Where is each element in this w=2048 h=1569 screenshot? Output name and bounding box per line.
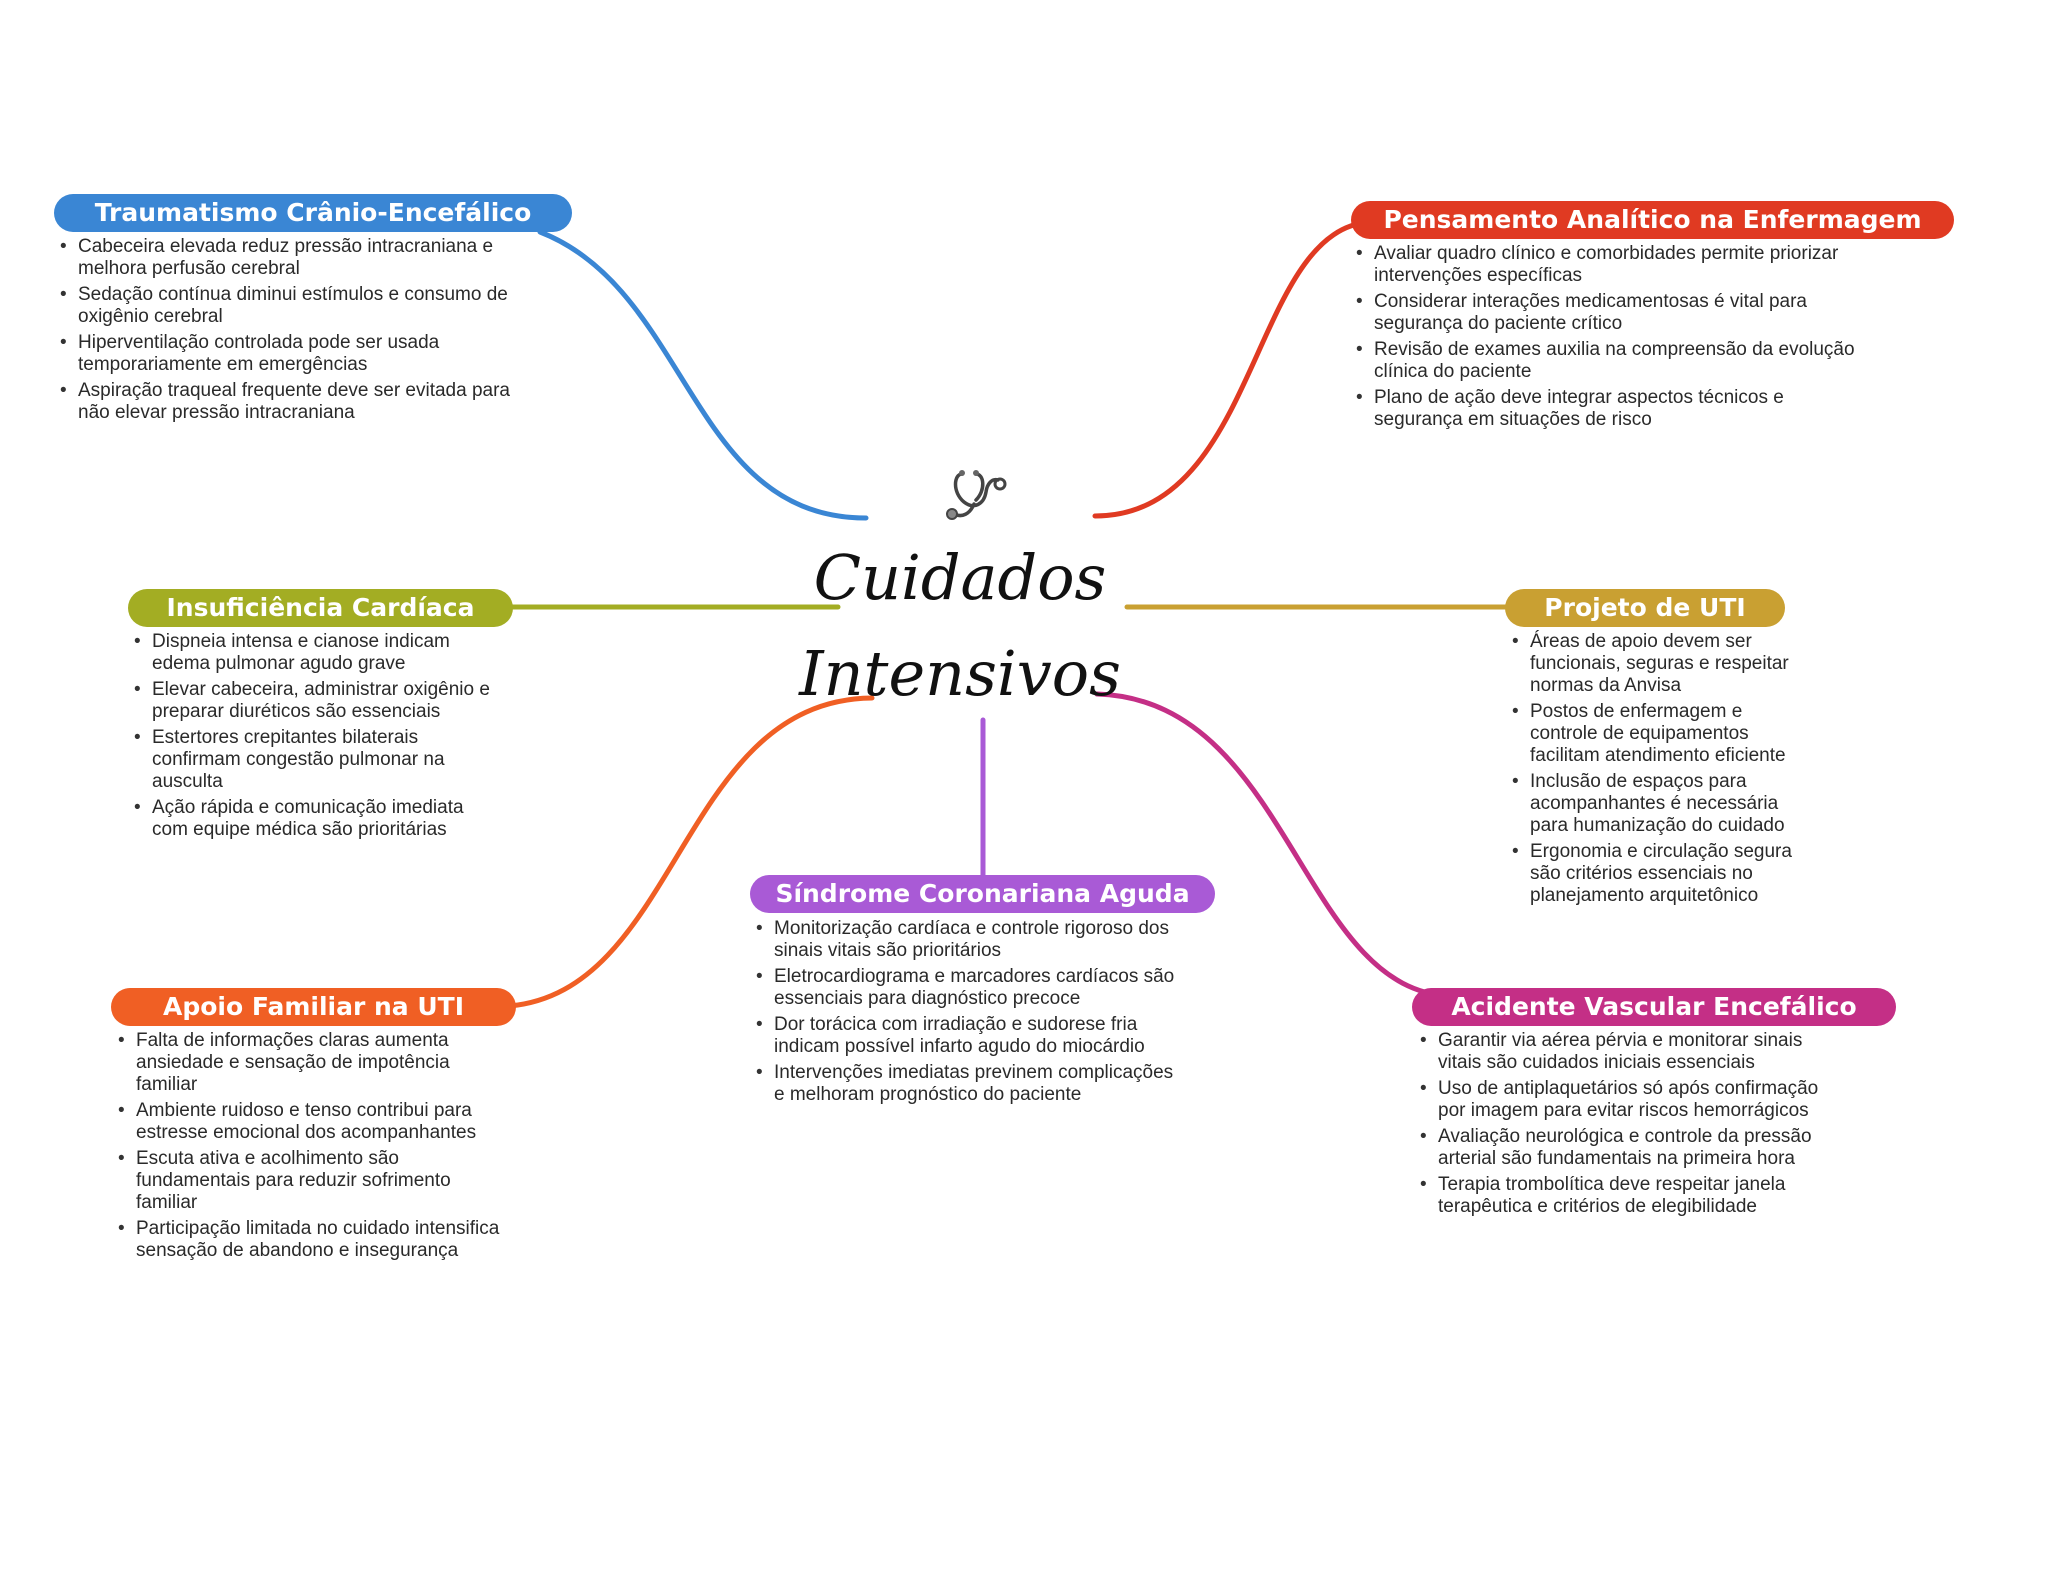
branch-items-tce: Cabeceira elevada reduz pressão intracra… <box>56 236 526 428</box>
list-item: Plano de ação deve integrar aspectos téc… <box>1352 387 1872 431</box>
list-item: Elevar cabeceira, administrar oxigênio e… <box>130 679 500 723</box>
branch-items-ic: Dispneia intensa e cianose indicam edema… <box>130 631 500 845</box>
list-item: Considerar interações medicamentosas é v… <box>1352 291 1872 335</box>
central-topic: Cuidados Intensivos <box>760 530 1160 722</box>
branch-title-apoio[interactable]: Apoio Familiar na UTI <box>111 988 516 1026</box>
list-item: Hiperventilação controlada pode ser usad… <box>56 332 526 376</box>
central-topic-line-2: Intensivos <box>799 637 1121 710</box>
list-item: Garantir via aérea pérvia e monitorar si… <box>1416 1030 1836 1074</box>
stethoscope-icon <box>946 470 1007 520</box>
branch-items-apoio: Falta de informações claras aumenta ansi… <box>114 1030 514 1266</box>
list-item: Postos de enfermagem e controle de equip… <box>1508 701 1808 767</box>
branch-title-avc[interactable]: Acidente Vascular Encefálico <box>1412 988 1896 1026</box>
connector-apoio <box>507 695 875 1009</box>
list-item: Dispneia intensa e cianose indicam edema… <box>130 631 500 675</box>
branch-items-pensamento: Avaliar quadro clínico e comorbidades pe… <box>1352 243 1872 435</box>
branch-title-sca[interactable]: Síndrome Coronariana Aguda <box>750 875 1215 913</box>
connector-avc <box>1094 691 1453 999</box>
list-item: Dor torácica com irradiação e sudorese f… <box>752 1014 1182 1058</box>
branch-title-projeto[interactable]: Projeto de UTI <box>1505 589 1785 627</box>
branch-items-projeto: Áreas de apoio devem ser funcionais, seg… <box>1508 631 1808 911</box>
central-topic-line-1: Cuidados <box>813 541 1107 614</box>
list-item: Estertores crepitantes bilaterais confir… <box>130 727 500 793</box>
list-item: Aspiração traqueal frequente deve ser ev… <box>56 380 526 424</box>
list-item: Áreas de apoio devem ser funcionais, seg… <box>1508 631 1808 697</box>
list-item: Uso de antiplaquetários só após confirma… <box>1416 1078 1836 1122</box>
list-item: Falta de informações claras aumenta ansi… <box>114 1030 514 1096</box>
list-item: Sedação contínua diminui estímulos e con… <box>56 284 526 328</box>
branch-title-pensamento[interactable]: Pensamento Analítico na Enfermagem <box>1351 201 1954 239</box>
list-item: Cabeceira elevada reduz pressão intracra… <box>56 236 526 280</box>
list-item: Revisão de exames auxilia na compreensão… <box>1352 339 1872 383</box>
list-item: Monitorização cardíaca e controle rigoro… <box>752 918 1182 962</box>
branch-items-sca: Monitorização cardíaca e controle rigoro… <box>752 918 1182 1110</box>
connector-pensamento <box>1092 219 1373 519</box>
list-item: Escuta ativa e acolhimento são fundament… <box>114 1148 514 1214</box>
list-item: Ambiente ruidoso e tenso contribui para … <box>114 1100 514 1144</box>
list-item: Participação limitada no cuidado intensi… <box>114 1218 514 1262</box>
list-item: Inclusão de espaços para acompanhantes é… <box>1508 771 1808 837</box>
list-item: Terapia trombolítica deve respeitar jane… <box>1416 1174 1836 1218</box>
branch-title-tce[interactable]: Traumatismo Crânio-Encefálico <box>54 194 572 232</box>
list-item: Ação rápida e comunicação imediata com e… <box>130 797 500 841</box>
list-item: Intervenções imediatas previnem complica… <box>752 1062 1182 1106</box>
list-item: Ergonomia e circulação segura são critér… <box>1508 841 1808 907</box>
list-item: Avaliar quadro clínico e comorbidades pe… <box>1352 243 1872 287</box>
branch-title-ic[interactable]: Insuficiência Cardíaca <box>128 589 513 627</box>
list-item: Eletrocardiograma e marcadores cardíacos… <box>752 966 1182 1010</box>
connector-tce <box>537 229 869 521</box>
branch-items-avc: Garantir via aérea pérvia e monitorar si… <box>1416 1030 1836 1222</box>
list-item: Avaliação neurológica e controle da pres… <box>1416 1126 1836 1170</box>
